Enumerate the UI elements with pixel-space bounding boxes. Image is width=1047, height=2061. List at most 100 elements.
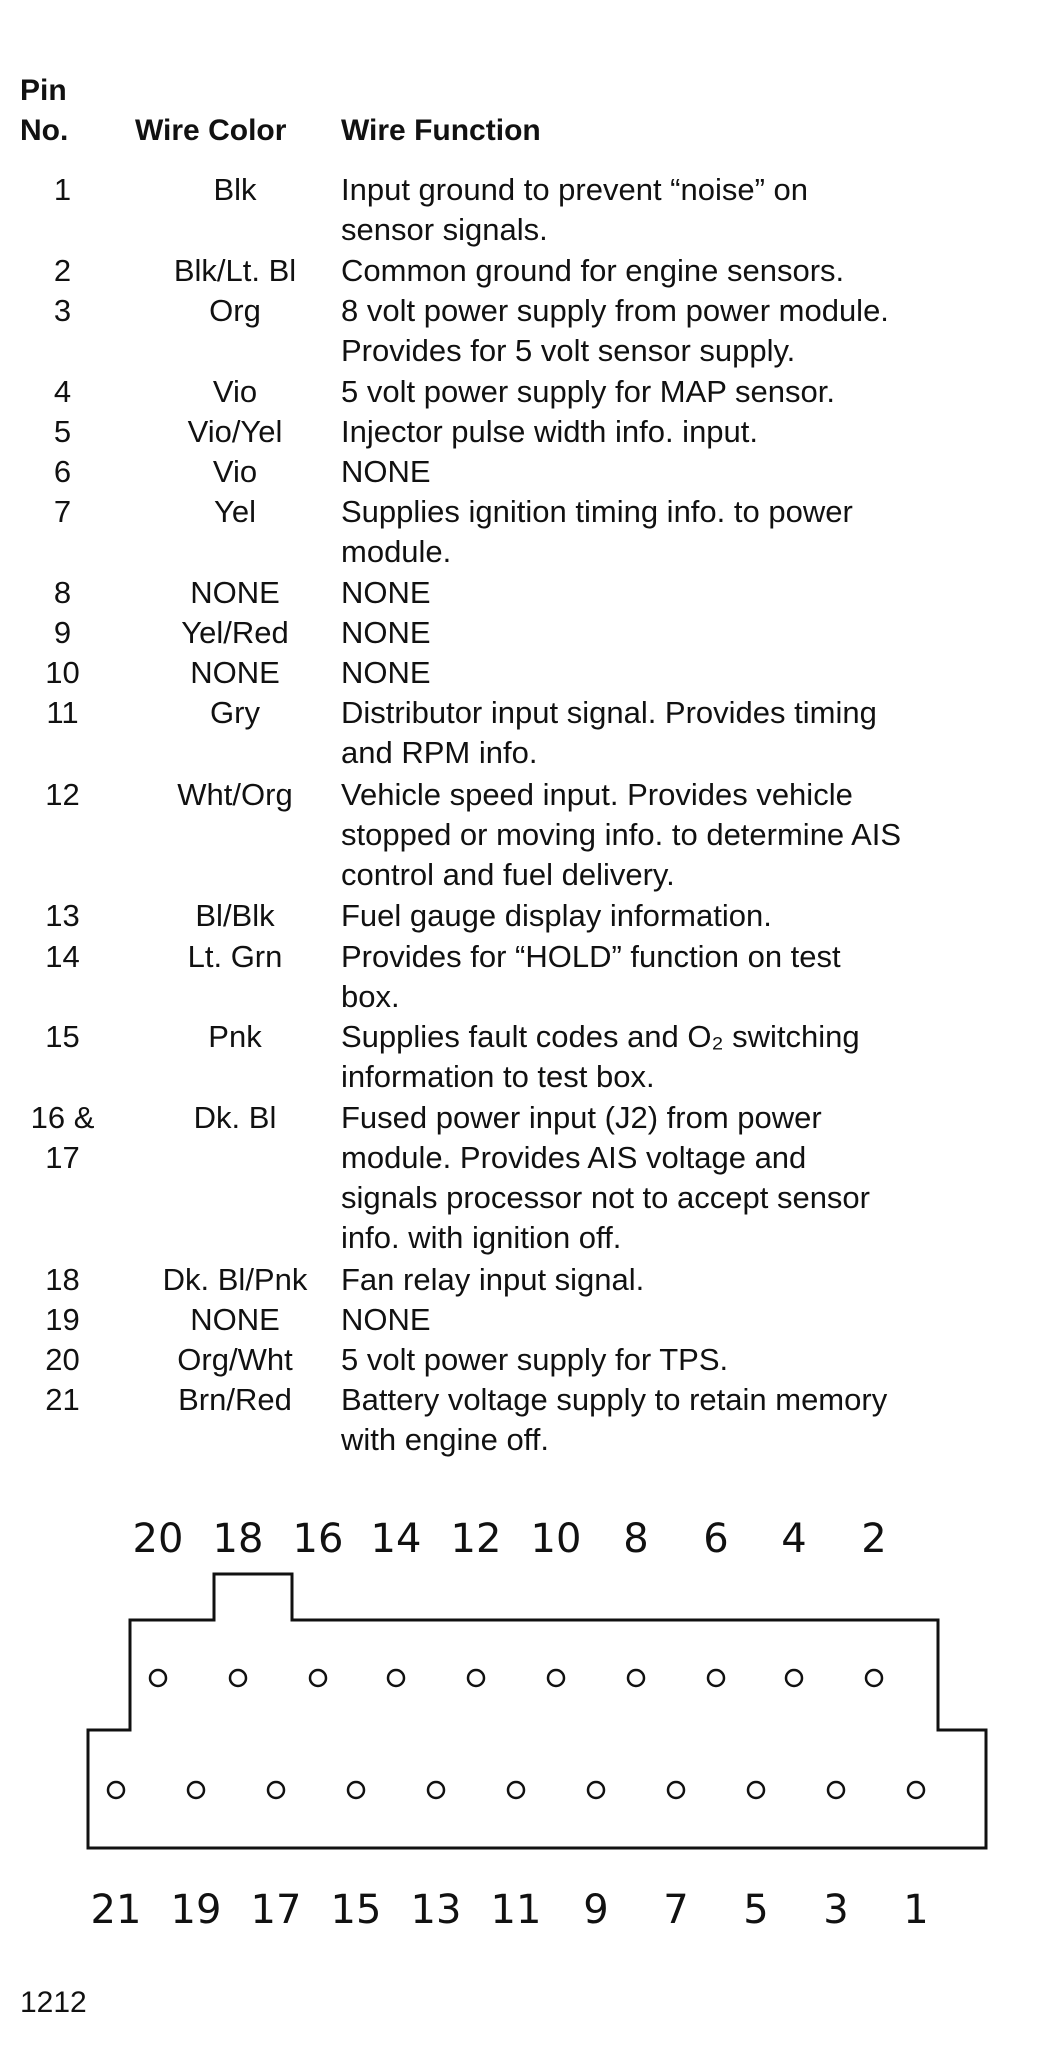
pin-number: 4: [20, 372, 105, 412]
wire-function: Fan relay input signal.: [341, 1260, 1031, 1300]
pin-hole: [426, 1780, 446, 1800]
pin-label: 12: [451, 1516, 502, 1562]
pin-hole: [746, 1780, 766, 1800]
pin-hole: [586, 1780, 606, 1800]
pin-number-line: 14: [45, 939, 80, 974]
wire-function-line: 5 volt power supply for MAP sensor.: [341, 374, 835, 409]
wire-color: Org/Wht: [177, 1342, 293, 1377]
wire-function-line: info. with ignition off.: [341, 1220, 622, 1255]
wire-color: Dk. Bl: [193, 1100, 277, 1135]
wire-function-line: Input ground to prevent “noise” on: [341, 172, 809, 207]
pin-hole: [506, 1780, 526, 1800]
wire-color: Org: [209, 293, 261, 328]
pin-number-line: 19: [45, 1302, 80, 1337]
pin-number: 19: [20, 1300, 105, 1340]
pin-number: 18: [20, 1260, 105, 1300]
pin-label: 14: [371, 1516, 422, 1562]
pin-number-line: 9: [53, 615, 72, 650]
pin-hole: [186, 1780, 206, 1800]
pin-number: 13: [20, 896, 105, 936]
pin-hole: [346, 1780, 366, 1800]
pin-label: 6: [703, 1516, 728, 1562]
wire-function-line: and RPM info.: [341, 735, 538, 770]
pin-label: 8: [623, 1516, 648, 1562]
wire-function-line: box.: [341, 979, 400, 1014]
pin-label: 1: [903, 1887, 928, 1933]
pin-number-line: 17: [45, 1140, 80, 1175]
wire-function: Common ground for engine sensors.: [341, 251, 1031, 291]
wire-function: NONE: [341, 1300, 1031, 1340]
figure-number: 1212: [20, 1986, 87, 2019]
wire-function-line: information to test box.: [341, 1059, 655, 1094]
pin-number-line: 13: [45, 898, 80, 933]
wire-function-line: control and fuel delivery.: [341, 857, 675, 892]
header-wire-function: Wire Function: [341, 114, 541, 147]
pin-number: 6: [20, 452, 105, 492]
pin-hole: [266, 1780, 286, 1800]
pin-number-line: 21: [45, 1382, 80, 1417]
header-wire-color: Wire Color: [135, 114, 287, 147]
pin-hole: [466, 1668, 486, 1688]
wire-function: NONE: [341, 452, 1031, 492]
wire-function-line: 8 volt power supply from power module.: [341, 293, 889, 328]
wire-color: Vio: [212, 374, 258, 409]
wire-function-line: Battery voltage supply to retain memory: [341, 1382, 888, 1417]
pin-number: 12: [20, 775, 105, 815]
wire-color: Bl/Blk: [195, 898, 275, 933]
pin-number-line: 6: [53, 454, 72, 489]
pin-number-line: 12: [45, 777, 80, 812]
pin-label: 10: [531, 1516, 582, 1562]
wire-function-line: NONE: [341, 1302, 431, 1337]
header-pin-line1: Pin: [20, 74, 67, 107]
wire-function-line: NONE: [341, 655, 431, 690]
pin-number: 2: [20, 251, 105, 291]
wire-function-line: signals processor not to accept sensor: [341, 1180, 870, 1215]
wire-color: Brn/Red: [178, 1382, 292, 1417]
wire-function-line: Fused power input (J2) from power: [341, 1100, 822, 1135]
wire-function: Supplies fault codes and O₂ switching inf…: [341, 1017, 1031, 1097]
pin-label: 16: [293, 1516, 344, 1562]
pin-number: 7: [20, 492, 105, 532]
pin-number-line: 3: [53, 293, 72, 328]
wire-function-line: module. Provides AIS voltage and: [341, 1140, 807, 1175]
pin-number: 21: [20, 1380, 105, 1420]
wire-function-line: Vehicle speed input. Provides vehicle: [341, 777, 853, 812]
wire-function: NONE: [341, 573, 1031, 613]
pin-label: 21: [91, 1887, 142, 1933]
pin-hole: [228, 1668, 248, 1688]
wire-color: Vio/Yel: [187, 414, 283, 449]
pin-number: 5: [20, 412, 105, 452]
pin-label: 4: [781, 1516, 806, 1562]
pin-hole: [386, 1668, 406, 1688]
wire-function-line: Supplies ignition timing info. to power: [341, 494, 853, 529]
pin-number-line: 5: [53, 414, 72, 449]
pin-hole: [546, 1668, 566, 1688]
pin-number-line: 1: [53, 172, 72, 207]
wire-function: Fused power input (J2) from power module.…: [341, 1098, 1031, 1258]
pin-label: 17: [251, 1887, 302, 1933]
wire-function-line: stopped or moving info. to determine AIS: [341, 817, 902, 852]
wire-color: Lt. Grn: [187, 939, 283, 974]
pin-number: 9: [20, 613, 105, 653]
pin-number: 16 & 17: [20, 1098, 105, 1178]
header-pin-line2: No.: [20, 114, 69, 147]
wire-function-line: NONE: [341, 615, 431, 650]
pin-number: 10: [20, 653, 105, 693]
pin-number: 1: [20, 170, 105, 210]
wire-color: NONE: [190, 1302, 280, 1337]
pin-label: 5: [743, 1887, 768, 1933]
pin-number: 14: [20, 937, 105, 977]
pin-hole: [864, 1668, 884, 1688]
wire-function-line: Provides for 5 volt sensor supply.: [341, 333, 796, 368]
pin-number-line: 11: [46, 695, 79, 730]
pin-number-line: 16 &: [30, 1100, 95, 1135]
wire-function-line: Supplies fault codes and O₂ switching: [341, 1019, 860, 1054]
pin-hole: [666, 1780, 686, 1800]
pin-number-line: 4: [53, 374, 72, 409]
pin-number-line: 2: [53, 253, 72, 288]
pin-number: 11: [20, 693, 105, 733]
wire-function: Fuel gauge display information.: [341, 896, 1031, 936]
